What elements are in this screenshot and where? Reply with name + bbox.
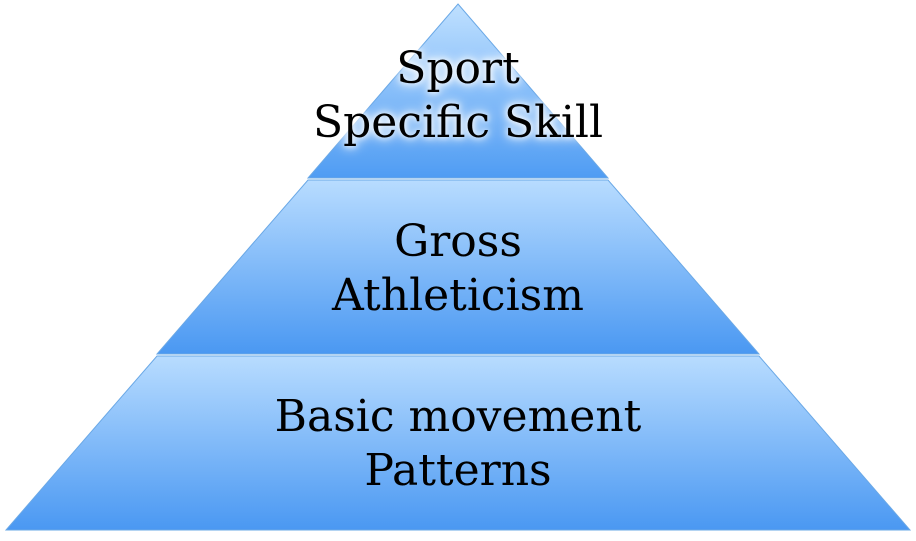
tier-label-top-line1: Sport (396, 43, 520, 94)
tier-label-middle-line2: Athleticism (332, 270, 584, 321)
pyramid-tier-middle (155, 179, 761, 355)
tier-label-bottom: Basic movement Patterns (0, 390, 916, 498)
pyramid-tier-top (306, 3, 610, 179)
tier-label-bottom-line2: Patterns (364, 445, 552, 496)
tier-label-bottom-line1: Basic movement (274, 391, 642, 442)
tier-label-middle: Gross Athleticism (0, 215, 916, 323)
tier-label-middle-line1: Gross (394, 216, 522, 267)
tier-label-top: Sport Specific Skill (0, 42, 916, 150)
tier-label-top-line2: Specific Skill (312, 97, 604, 148)
pyramid-tier-bottom (4, 355, 912, 531)
